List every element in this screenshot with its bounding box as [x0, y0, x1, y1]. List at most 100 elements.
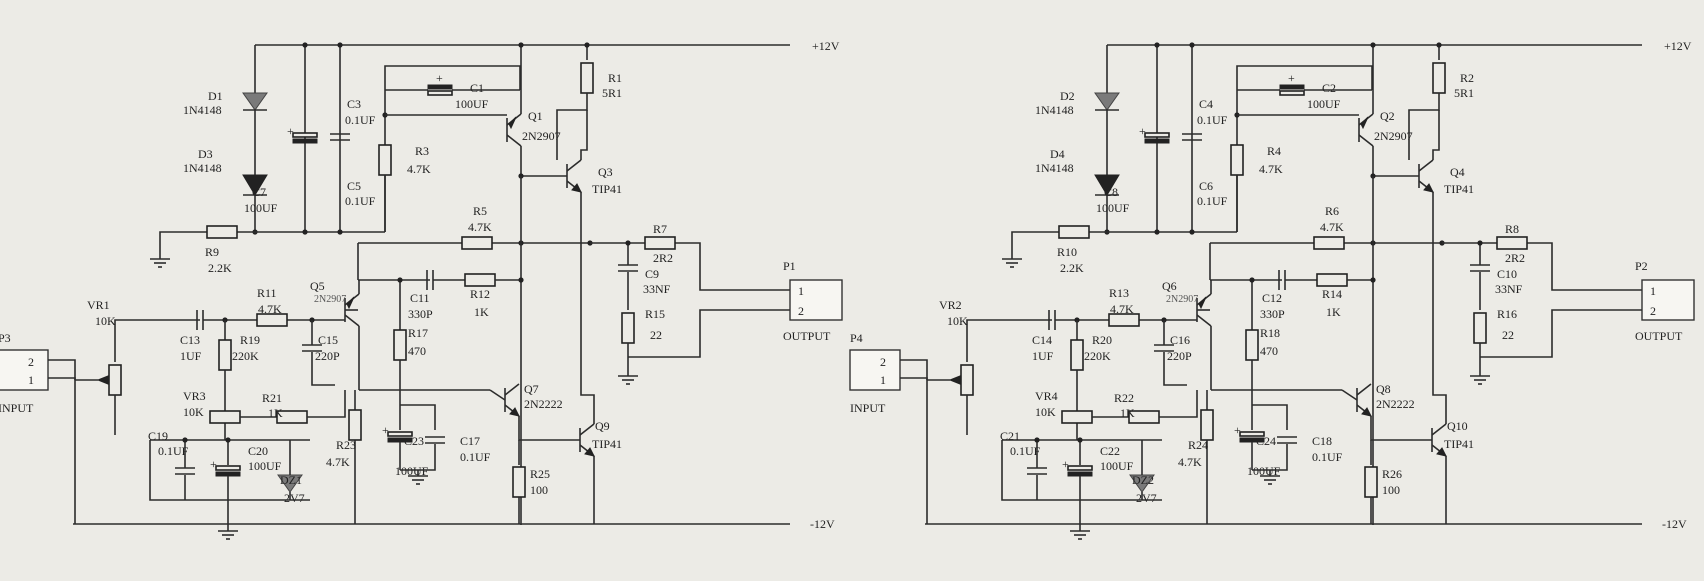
r1-resistor — [1432, 62, 1446, 94]
r9-ref: R10 — [1057, 245, 1077, 259]
c20-value: 100UF — [248, 459, 282, 473]
c23-ref: C24 — [1256, 434, 1276, 448]
input-pin1-label: 1 — [880, 373, 886, 387]
r15-value: 22 — [1502, 328, 1514, 342]
r9-ref: R9 — [205, 245, 219, 259]
r7-ref: R8 — [1505, 222, 1519, 236]
dz-value: 2V7 — [1136, 491, 1157, 505]
q7-value: 2N2222 — [1376, 397, 1415, 411]
q5-transistor — [344, 293, 360, 327]
vr3-potentiometer — [1061, 410, 1093, 424]
vr3-ref: VR4 — [1035, 389, 1058, 403]
q9-value: TIP41 — [592, 437, 622, 451]
r23-resistor — [1200, 409, 1214, 441]
junction-dot — [302, 42, 308, 48]
channel-left: +12V-12VD11N4148D31N4148+C7100UFC30.1UFC… — [0, 39, 843, 540]
wire — [1480, 309, 1642, 358]
wire — [1001, 440, 1162, 501]
c15-value: 220P — [1167, 349, 1192, 363]
c9-ref: C10 — [1497, 267, 1517, 281]
svg-text:+: + — [382, 423, 389, 437]
c1-ref: C1 — [470, 81, 484, 95]
r3-value: 4.7K — [1259, 162, 1283, 176]
input-connector — [849, 349, 901, 391]
c5-ref: C5 — [347, 179, 361, 193]
q1-value: 2N2907 — [522, 129, 561, 143]
junction-dot — [1477, 240, 1483, 246]
c1-ref: C2 — [1322, 81, 1336, 95]
wire — [1432, 110, 1440, 160]
d-top-ref: D2 — [1060, 89, 1075, 103]
r17-value: 470 — [408, 344, 426, 358]
q3-ref: Q4 — [1450, 165, 1465, 179]
q3-transistor — [566, 159, 582, 193]
r21-ref: R21 — [262, 391, 282, 405]
dz-value: 2V7 — [284, 491, 305, 505]
c11-value: 330P — [408, 307, 433, 321]
r1-ref: R1 — [608, 71, 622, 85]
q3-transistor — [1418, 159, 1434, 193]
wire — [311, 352, 335, 386]
q9-ref: Q9 — [595, 419, 610, 433]
junction-dot — [1154, 42, 1160, 48]
wire — [628, 309, 790, 358]
c7-value: 100UF — [244, 201, 278, 215]
junction-dot — [397, 277, 403, 283]
r19-ref: R20 — [1092, 333, 1112, 347]
c17-value: 0.1UF — [460, 450, 491, 464]
c20-ref: C22 — [1100, 444, 1120, 458]
wire — [966, 319, 1032, 362]
vr3-value: 10K — [183, 405, 204, 419]
vr1-ref: VR2 — [939, 298, 962, 312]
c15-value: 220P — [315, 349, 340, 363]
r25-value: 100 — [1382, 483, 1400, 497]
wire — [1159, 390, 1198, 418]
q7-value: 2N2222 — [524, 397, 563, 411]
supply-neg-label: -12V — [1662, 517, 1687, 531]
q1-ref: Q1 — [528, 109, 543, 123]
r7-resistor — [1496, 236, 1528, 250]
wire — [400, 404, 436, 430]
r17-ref: R17 — [408, 326, 428, 340]
input-connector-ref: P3 — [0, 331, 11, 345]
r17-ref: R18 — [1260, 326, 1280, 340]
wire — [520, 146, 567, 177]
q3-value: TIP41 — [592, 182, 622, 196]
r11-value: 4.7K — [1110, 302, 1134, 316]
c9-capacitor — [1470, 264, 1490, 272]
wire — [1370, 416, 1432, 441]
c20-capacitor: + — [210, 457, 241, 477]
r1-value: 5R1 — [602, 86, 622, 100]
r1-ref: R2 — [1460, 71, 1474, 85]
wire — [1432, 243, 1447, 424]
output-connector — [789, 279, 843, 321]
input-pin2-label: 2 — [28, 355, 34, 369]
r5-ref: R6 — [1325, 204, 1339, 218]
c15-ref: C15 — [318, 333, 338, 347]
wire — [1442, 242, 1642, 291]
c23-value: 100UF — [1247, 464, 1281, 478]
junction-dot — [518, 277, 524, 283]
c1-value: 100UF — [1307, 97, 1341, 111]
r9-value: 2.2K — [208, 261, 232, 275]
ground-output-symbol — [1470, 370, 1490, 385]
wire — [1252, 404, 1288, 430]
d-top-value: 1N4148 — [1035, 103, 1074, 117]
ground-input-symbol — [1070, 525, 1090, 540]
q5-ref: Q6 — [1162, 279, 1177, 293]
q3-ref: Q3 — [598, 165, 613, 179]
c19-value: 0.1UF — [1010, 444, 1041, 458]
output-connector — [1641, 279, 1695, 321]
wire — [114, 319, 180, 362]
q5-value: 2N2907 — [1166, 294, 1198, 305]
q1-transistor — [506, 113, 522, 147]
r15-resistor — [1473, 312, 1487, 344]
q7-transistor — [1356, 383, 1372, 417]
output-connector-ref: P1 — [783, 259, 796, 273]
r21-value: 1K — [268, 406, 283, 420]
q9-transistor — [1431, 423, 1447, 457]
q5-transistor — [1196, 293, 1212, 327]
d-mid-ref: D4 — [1050, 147, 1065, 161]
c20-ref: C20 — [248, 444, 268, 458]
junction-dot — [1077, 437, 1083, 443]
